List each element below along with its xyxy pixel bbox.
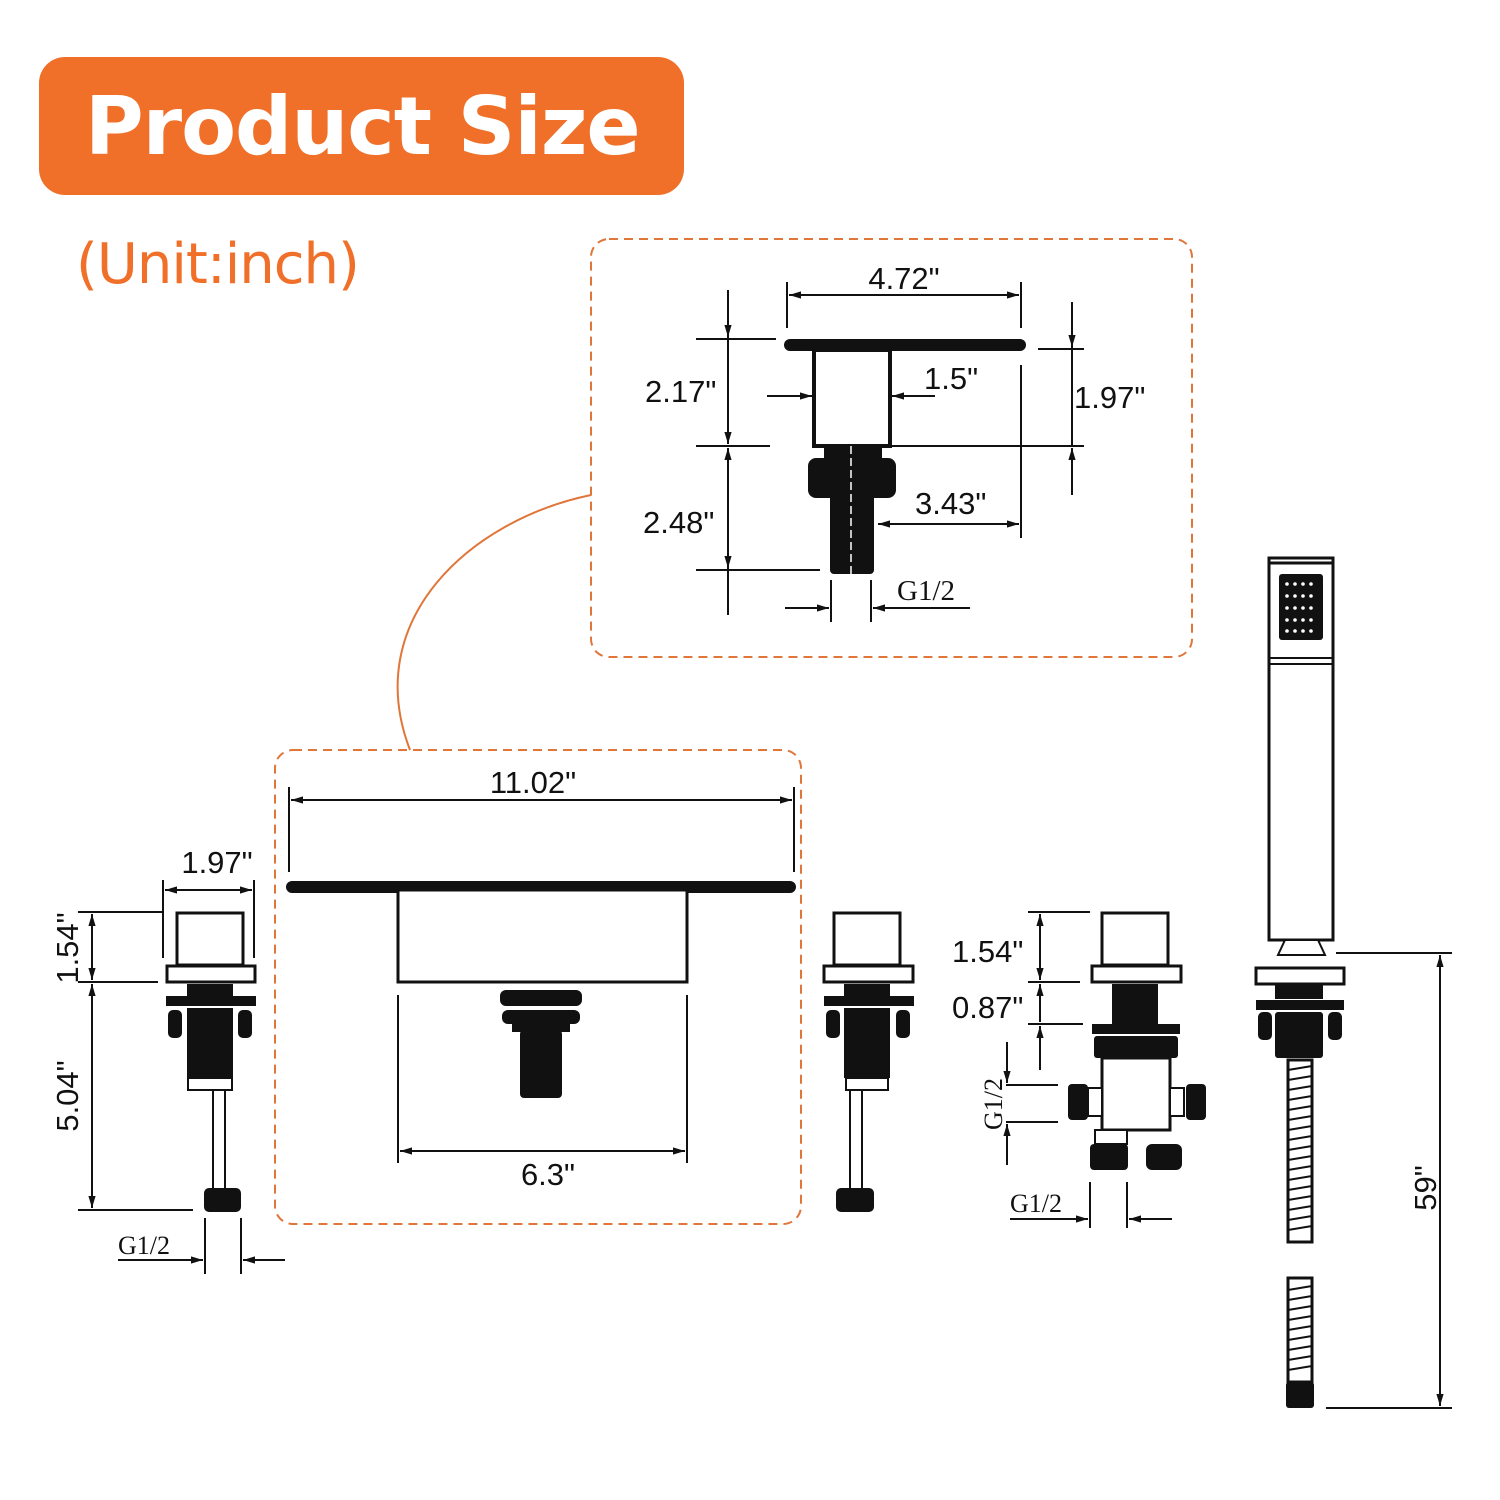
- dim-spout-width: 4.72": [868, 261, 939, 296]
- spout-side-detail: 4.72" 1.5" 2.17" 1.97" 3.43": [590, 238, 1193, 658]
- dim-valve-side-thread: G1/2: [979, 1078, 1008, 1130]
- dim-body-height: 5.04": [50, 1060, 85, 1131]
- dim-right-height: 1.97": [1074, 380, 1145, 415]
- callout-connector: [396, 494, 592, 751]
- dim-valve-stem-height: 0.87": [952, 990, 1023, 1025]
- dim-left-thread: G1/2: [118, 1231, 170, 1260]
- hand-shower-view: 59": [1254, 556, 1452, 1409]
- dim-valve-handle-height: 1.54": [952, 934, 1023, 969]
- dim-upper-height: 2.17": [645, 374, 716, 409]
- dim-hose-length: 59": [1408, 1165, 1443, 1211]
- dim-handle-width: 1.97": [181, 845, 252, 880]
- spout-frame: [274, 749, 802, 1225]
- title-badge: Product Size: [39, 57, 684, 195]
- unit-label: (Unit:inch): [76, 232, 360, 297]
- detail-frame: [590, 238, 1193, 658]
- left-handle-view: 1.97" 1.54" 5.04" G1/2: [50, 845, 285, 1274]
- dim-valve-bottom-thread: G1/2: [1010, 1189, 1062, 1218]
- dim-projection: 3.43": [915, 486, 986, 521]
- dim-handle-height: 1.54": [50, 912, 85, 983]
- dim-total-width: 11.02": [490, 765, 576, 800]
- dim-body-width-front: 6.3": [521, 1157, 575, 1192]
- page-title: Product Size: [85, 79, 641, 173]
- right-handle-view: [822, 911, 915, 1212]
- diverter-valve-view: 1.54" 0.87" G1/2 G1/2: [952, 911, 1206, 1228]
- spray-face-icon: [1279, 574, 1323, 640]
- dim-lower-height: 2.48": [643, 505, 714, 540]
- spout-front-view: 11.02" 6.3": [274, 749, 802, 1225]
- dim-body-width: 1.5": [924, 361, 978, 396]
- dim-thread: G1/2: [897, 575, 955, 607]
